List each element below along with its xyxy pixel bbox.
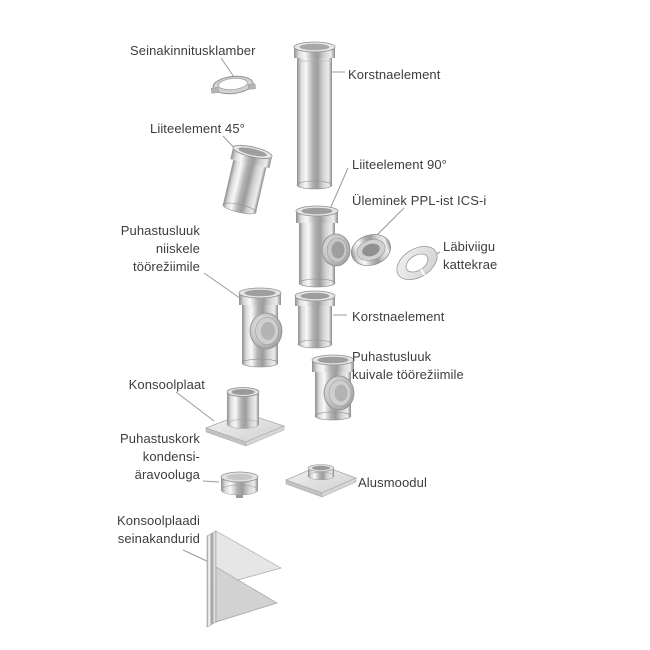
label-konsoolplaat: Konsoolplaat <box>128 377 205 392</box>
liiteelement90-part <box>295 205 351 288</box>
seinakinnitusklamber-part <box>210 75 256 95</box>
label-yleminek: Üleminek PPL-ist ICS-i <box>352 193 487 208</box>
puhastuskork-part <box>220 471 259 498</box>
leader-puhastuskork <box>202 480 220 483</box>
puhastusluuk-niiske-part <box>238 287 283 368</box>
leader-yleminek <box>376 207 405 236</box>
yleminek-part <box>351 234 391 266</box>
label-liiteelement-90: Liiteelement 90° <box>352 157 447 172</box>
labiviigu-part <box>396 246 438 280</box>
leader-liiteelement90 <box>329 167 349 210</box>
bracket-gusset-lower <box>215 566 278 623</box>
label-liiteelement-45: Liiteelement 45° <box>150 121 245 136</box>
konsoolplaat-part <box>204 387 286 447</box>
konsoolplaadi-seinakandurid-part <box>206 530 282 628</box>
label-korstnaelement-mid: Korstnaelement <box>352 309 445 324</box>
leader-konsoolplaat <box>175 391 215 422</box>
liiteelement45-part <box>222 144 273 215</box>
label-alusmoodul: Alusmoodul <box>358 475 427 490</box>
bracket-rail <box>206 530 217 628</box>
korstnaelement-top-part <box>293 41 336 190</box>
leader-puhastusluuk-niiske <box>203 272 245 302</box>
label-seinakinnitusklamber: Seinakinnitusklamber <box>130 43 256 58</box>
label-konsoolplaadi-seinakandurid: Konsoolplaadi seinakandurid <box>117 513 200 546</box>
label-puhastusluuk-kuiv: Puhastusluuk kuivale töörežiimile <box>352 349 464 382</box>
leader-seinakinnitusklamber <box>220 57 235 78</box>
label-puhastuskork: Puhastuskork kondensi-äravooluga <box>120 431 200 482</box>
bracket-gusset-upper <box>215 530 282 587</box>
label-puhastusluuk-niiske: Puhastusluuk niiskele töörežiimile <box>120 223 200 274</box>
puhastusluuk-kuiv-part <box>311 354 355 421</box>
label-labiviigu-kattekrae: Läbiviigu kattekrae <box>443 239 498 272</box>
leader-konsoolplaadi <box>182 549 212 564</box>
label-korstnaelement-top: Korstnaelement <box>348 67 441 82</box>
alusmoodul-part <box>284 464 358 498</box>
korstnaelement-mid-part <box>294 290 336 349</box>
